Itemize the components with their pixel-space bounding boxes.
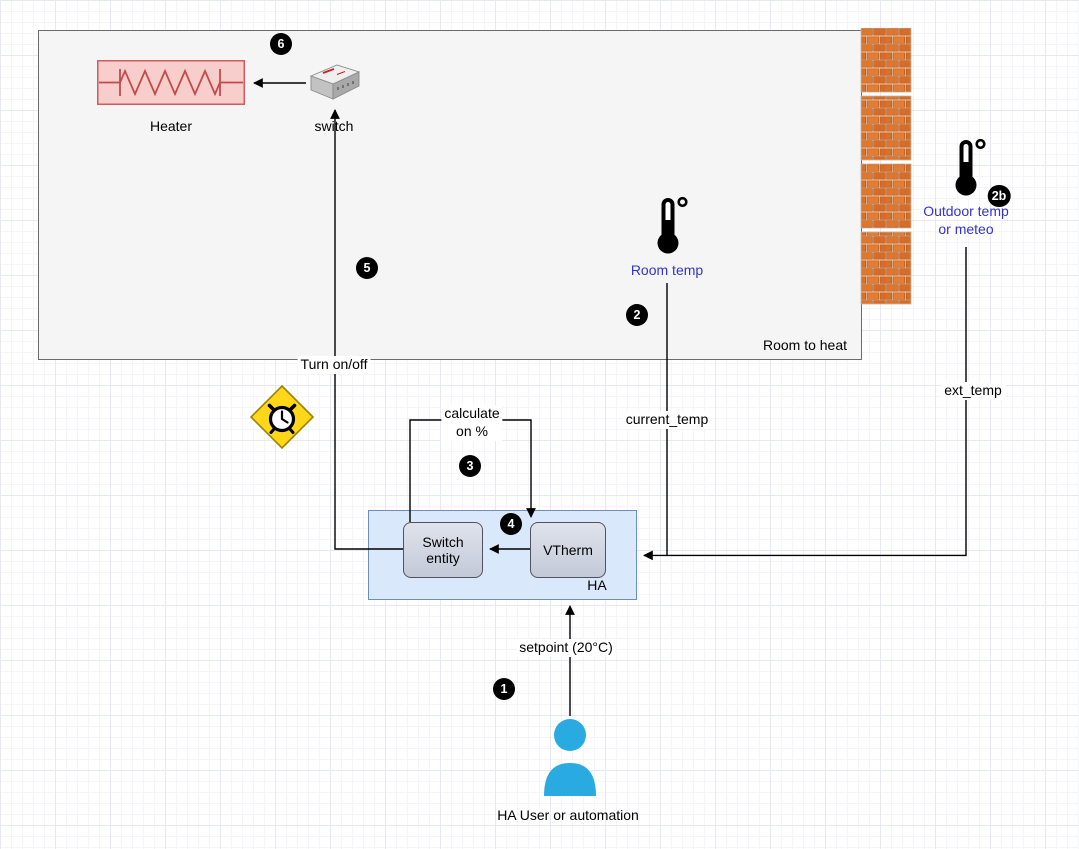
setpoint-label: setpoint (20°C) (516, 639, 616, 657)
step-3-badge: 3 (459, 455, 481, 477)
user-head (554, 719, 586, 751)
ha-label: HA (587, 577, 607, 593)
step-2b-badge: 2b (987, 185, 1011, 207)
heater-icon (97, 60, 245, 105)
current-temp-label: current_temp (622, 411, 712, 429)
outdoor-temp-label: Outdoor temp or meteo (923, 203, 1009, 237)
step-6-badge: 6 (270, 33, 292, 55)
thermometer-bulb (955, 174, 977, 196)
heater-label: Heater (149, 118, 193, 134)
calculate-label: calculate on % (441, 405, 503, 441)
switch-entity-box: Switch entity (403, 522, 483, 578)
room-temp-icon (657, 196, 688, 254)
alarm-clock-hands (280, 410, 289, 424)
user-body (544, 763, 596, 796)
heater-resistor (99, 68, 243, 97)
step-4-badge: 4 (500, 513, 522, 535)
switch-ports (337, 81, 354, 90)
step-5-badge: 5 (356, 257, 378, 279)
room-label: Room to heat (762, 337, 848, 353)
switch-device-label: switch (314, 118, 354, 134)
brick-wall-segments (860, 28, 912, 305)
outdoor-temp-icon (955, 138, 986, 196)
degree-mark (677, 196, 688, 208)
user-label: HA User or automation (497, 807, 639, 823)
user-icon (544, 719, 596, 796)
switch-entity-label: Switch entity (422, 534, 464, 566)
alarm-bells (267, 403, 297, 412)
turn-on-off-label: Turn on/off (297, 356, 371, 374)
degree-mark (975, 138, 986, 150)
switch-brand-mark (322, 68, 335, 74)
wall-icon (860, 28, 912, 305)
switch-device-icon (309, 64, 361, 100)
step-1-badge: 1 (493, 678, 515, 700)
vtherm-label: VTherm (543, 542, 593, 558)
vtherm-box: VTherm (530, 522, 606, 578)
switch-brand-mark-2 (336, 71, 346, 75)
step-2-badge: 2 (626, 304, 648, 326)
alarm-icon (249, 384, 315, 450)
switch-side-face (332, 71, 360, 100)
room-temp-label: Room temp (630, 262, 704, 278)
alarm-legs (269, 427, 295, 434)
ext-temp-label: ext_temp (941, 382, 1005, 400)
